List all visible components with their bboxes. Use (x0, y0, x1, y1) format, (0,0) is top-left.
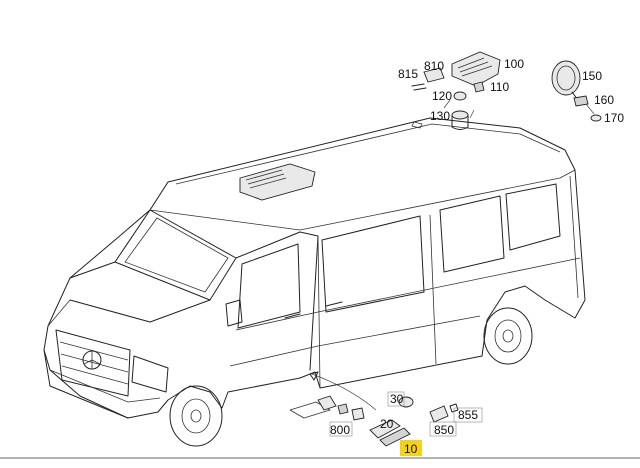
part-130-shape[interactable] (451, 110, 469, 120)
part-150-shape[interactable] (551, 60, 581, 96)
label-100[interactable]: 100 (504, 57, 524, 71)
part-110-shape[interactable] (473, 81, 485, 93)
label-130[interactable]: 130 (430, 109, 450, 123)
part-10-shape[interactable] (379, 427, 411, 447)
label-850[interactable]: 850 (434, 423, 454, 437)
label-170[interactable]: 170 (604, 111, 624, 125)
part-160-shape[interactable] (573, 95, 589, 107)
part-815-shape[interactable] (411, 83, 427, 91)
label-815[interactable]: 815 (398, 67, 418, 81)
part-120-shape[interactable] (453, 91, 467, 101)
label-160[interactable]: 160 (594, 93, 614, 107)
label-855[interactable]: 855 (458, 408, 478, 422)
part-labels: 815 810 100 110 120 130 150 160 170 30 2… (330, 57, 624, 456)
part-10-highlight (400, 440, 422, 456)
label-810[interactable]: 810 (424, 59, 444, 73)
part-20-shape[interactable] (369, 419, 401, 439)
part-855-shape[interactable] (449, 403, 459, 413)
van-illustration (43, 117, 586, 447)
label-110[interactable]: 110 (490, 80, 509, 94)
label-120[interactable]: 120 (432, 89, 452, 103)
part-800-shape[interactable] (317, 395, 337, 411)
label-20[interactable]: 20 (380, 417, 394, 431)
part-850-shape[interactable] (429, 405, 449, 423)
part-100-shape[interactable] (451, 51, 501, 87)
label-150[interactable]: 150 (582, 69, 602, 83)
part-810-shape[interactable] (423, 67, 445, 83)
label-800[interactable]: 800 (330, 423, 350, 437)
lower-parts-group (289, 371, 483, 447)
lamp-parts-group (551, 60, 602, 122)
label-30[interactable]: 30 (390, 392, 404, 406)
roof-parts-group (411, 51, 501, 130)
part-170-shape[interactable] (590, 114, 602, 122)
label-10[interactable]: 10 (404, 442, 418, 456)
part-30-shape[interactable] (398, 396, 414, 408)
